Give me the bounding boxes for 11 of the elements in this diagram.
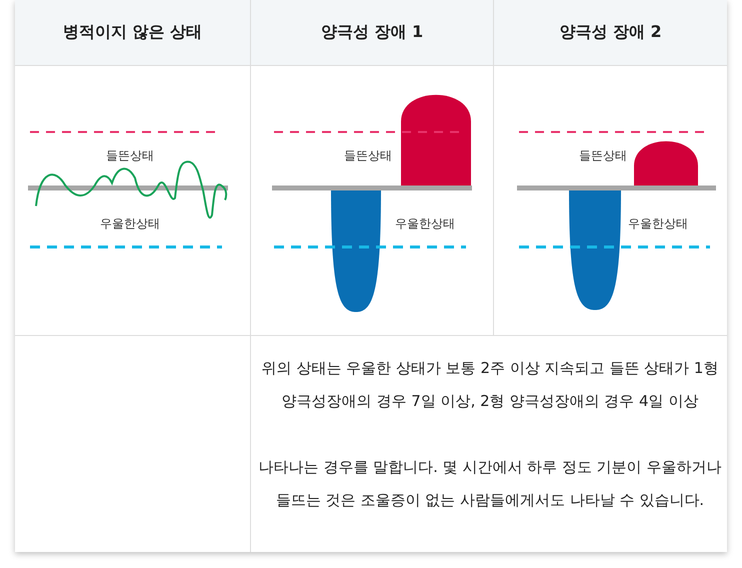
state-label: 우울한상태 [395,216,455,232]
header-cell: 양극성 장애 1 [251,0,493,66]
state-label: 우울한상태 [628,216,688,232]
description-text: 위의 상태는 우울한 상태가 보통 2주 이상 지속되고 들뜬 상태가 1형 양극성장애의 경우 7일 이상, 2형 양극성장애의 경우 4일 이상 [260,358,720,412]
header-cell: 양극성 장애 2 [494,0,727,66]
description-text: 나타나는 경우를 말합니다. 몇 시간에서 하루 정도 기분이 우울하거나 들뜨는 것은 조울증이 없는 사람들에게서도 나타날 수 있습니다. [258,457,722,511]
state-label: 들뜬상태 [344,148,392,164]
header-cell: 병적이지 않은 상태 [15,0,250,66]
state-label: 들뜬상태 [106,148,154,164]
state-label: 들뜬상태 [579,148,627,164]
state-label: 우울한상태 [100,216,160,232]
